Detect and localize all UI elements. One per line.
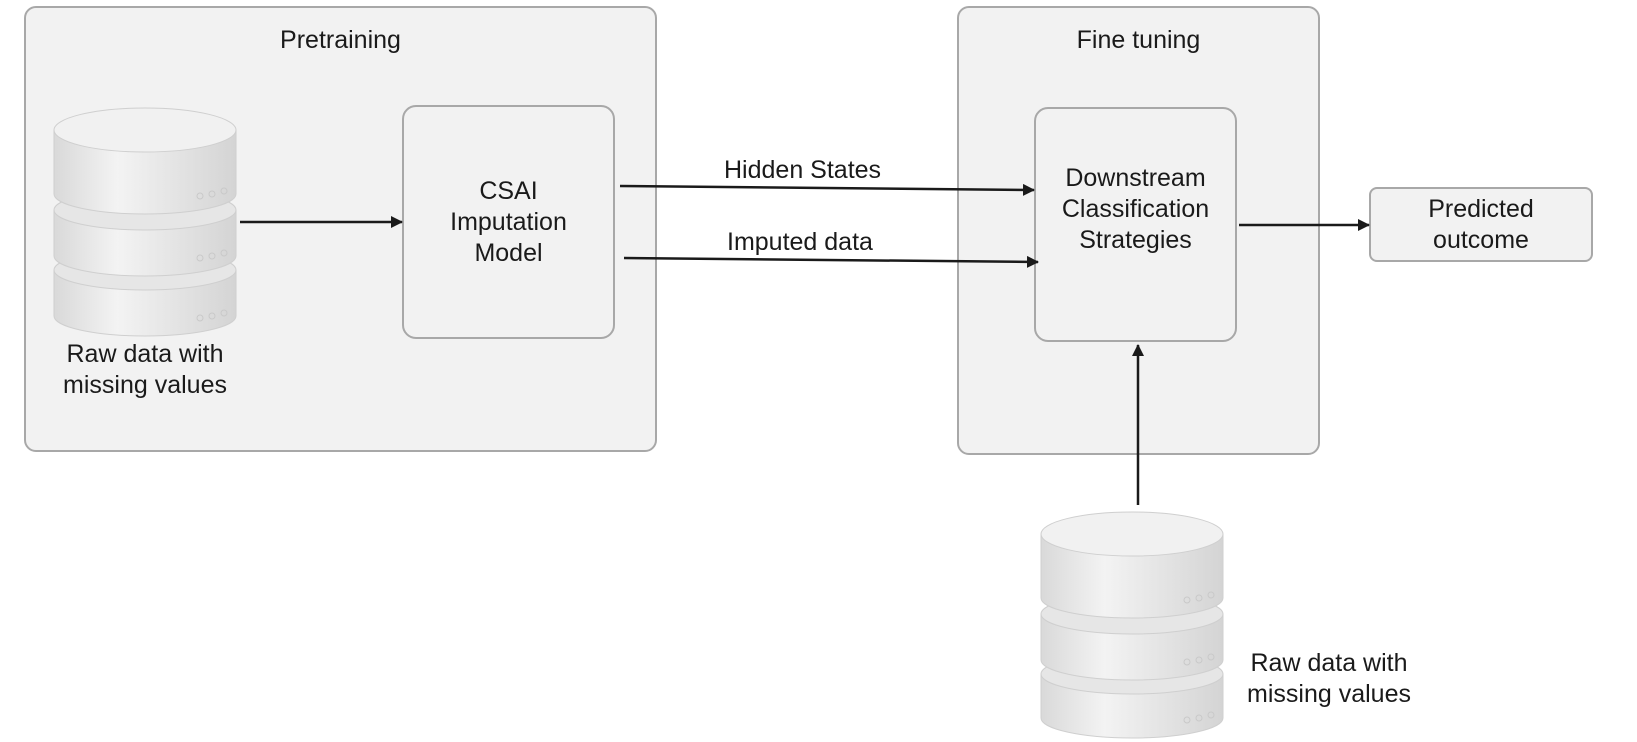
- csai-imputation-model-box: CSAI Imputation Model: [402, 105, 615, 339]
- db-disk-top: [1040, 511, 1224, 619]
- db-disk-top: [53, 107, 237, 215]
- database-icon-finetuning: [1040, 511, 1224, 739]
- imputed-data-label: Imputed data: [727, 228, 873, 256]
- predicted-outcome-box: Predicted outcome: [1369, 187, 1593, 262]
- database-icon-pretraining: [53, 107, 237, 337]
- fine-tuning-title: Fine tuning: [1076, 26, 1201, 54]
- downstream-classification-label: Downstream Classification Strategies: [1061, 164, 1210, 254]
- pretraining-db-label: Raw data with missing values: [63, 340, 227, 399]
- hidden-states-label: Hidden States: [724, 156, 882, 184]
- pretraining-title: Pretraining: [280, 26, 401, 54]
- finetuning-db-label: Raw data with missing values: [1247, 649, 1411, 708]
- arrow-hidden-states: [619, 183, 1035, 196]
- downstream-classification-box: Downstream Classification Strategies: [1034, 107, 1237, 342]
- arrow-imputed-data: [623, 255, 1039, 268]
- predicted-outcome-label: Predicted outcome: [1428, 194, 1534, 254]
- csai-imputation-model-label: CSAI Imputation Model: [450, 176, 567, 267]
